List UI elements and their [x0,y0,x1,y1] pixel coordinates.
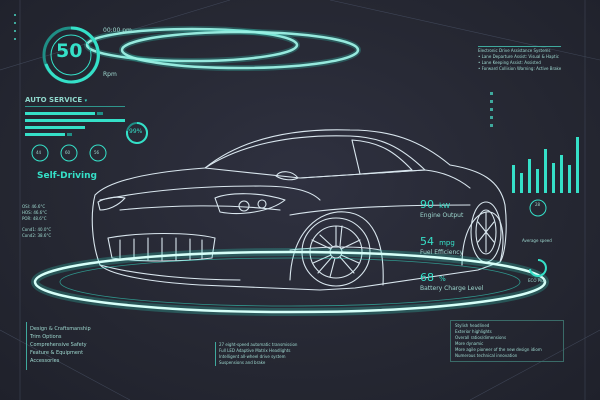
right-bar-graph [512,137,579,193]
stat-label: Engine Output [420,212,464,219]
stat-label: Fuel Efficiency [420,249,464,256]
stat-battery: 68 % Battery Charge Level [420,266,483,292]
speed-value: 50 [56,40,83,62]
stat-fuel-efficiency: 54 mpg Fuel Efficiency [420,230,463,256]
clock-time: 00:00 pm [103,27,132,34]
feature-menu: Design & Craftsmanship Trim Options Comp… [30,325,91,365]
top-right-notes: Electronic Drive Assistance Systems • La… [478,46,562,72]
note-line: More dynamic [455,341,484,346]
temp-readout: OSI: 46.6°C [22,204,46,209]
stat-unit: mpg [439,239,455,247]
temp-readout: POR: 48.6°C [22,216,47,221]
menu-item[interactable]: Trim Options [30,334,62,340]
eco-gauge [529,259,547,277]
stat-value: 90 [420,198,434,211]
center-notes: 27 eight-speed automatic transmission Fu… [215,342,297,366]
mini-gauges [31,144,107,162]
note-line: Full LED Adaptive Matrix Headlights [219,348,291,353]
bottom-right-notes: Stylish headlined Exterior highlights Ov… [450,320,564,362]
speed-unit: Rpm [103,71,117,78]
eco-label: ECO Plus [528,278,546,283]
note-line: Electronic Drive Assistance Systems [478,48,551,53]
menu-item[interactable]: Comprehensive Safety [30,342,87,348]
percent-ring [126,122,148,144]
note-line: 27 eight-speed automatic transmission [219,342,298,347]
average-speed-label: Average speed [522,238,552,243]
service-bars [25,106,125,136]
note-line: Suspensions and brake [219,360,266,365]
menu-rule [26,322,27,370]
note-line: • Lane Departure Assist: Visual & Haptic [478,54,559,59]
right-dots [490,92,493,127]
stat-unit: kW [439,202,451,210]
note-line: Stylish headlined [455,323,490,328]
note-line: • Forward Collision Warning: Active Brak… [478,66,562,71]
note-line: More agile pioneer of the new design idi… [455,347,542,352]
dropdown-caret-icon: ▾ [84,98,88,104]
note-line: Exterior highlights [455,329,492,334]
stat-label: Battery Charge Level [420,285,484,292]
temp-readout: HOS: 46.6°C [22,210,48,215]
stat-value: 68 [420,271,434,284]
menu-item[interactable]: Accessories [30,358,60,364]
menu-item[interactable]: Design & Craftsmanship [30,326,91,332]
stat-engine-output: 90 kW Engine Output [420,193,463,219]
self-driving-label[interactable]: Self-Driving [37,171,97,181]
note-line: • Lane Keeping Assist: Assisted [478,60,541,65]
percent-value: 99% [129,128,143,135]
note-line: Numerous technical innovation [455,353,518,358]
temp-readout: Cond1: 40.0°C [22,227,52,232]
mini-gauge-3-value: 56 [94,150,100,155]
mini-gauge-2-value: 60 [65,150,71,155]
speed-gauge [42,26,100,84]
hologram-ring-icon [85,27,299,63]
temperature-readouts: OSI: 46.6°C HOS: 46.6°C POR: 48.6°C Cond… [22,204,51,239]
note-line: Overall ratios/dimensions [455,335,507,340]
stat-value: 54 [420,235,434,248]
average-speed-gauge [529,199,547,217]
stat-unit: % [439,275,446,283]
average-speed-value: 28 [535,202,541,207]
note-line: Intelligent all-wheel drive system [219,354,286,359]
temp-readout: Cond2: 38.6°C [22,233,52,238]
auto-service-dropdown[interactable]: AUTO SERVICE ▾ [25,96,87,104]
auto-service-label: AUTO SERVICE [25,96,83,104]
menu-item[interactable]: Feature & Equipment [30,350,84,356]
mini-gauge-1-value: 44 [36,150,42,155]
